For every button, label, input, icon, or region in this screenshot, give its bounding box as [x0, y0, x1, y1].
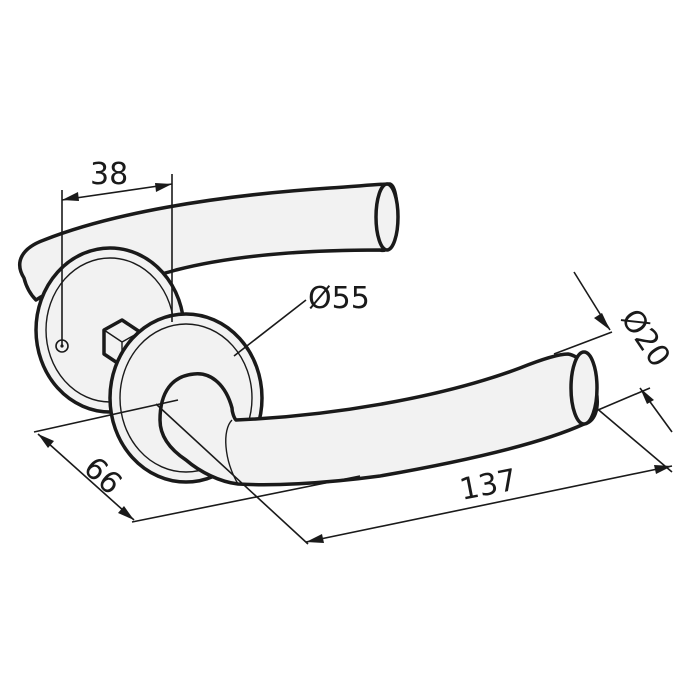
- dim-label-rose-diameter: Ø55: [308, 281, 370, 316]
- dimension-lines: [37, 183, 673, 543]
- extension-lines: [33, 174, 673, 545]
- front-lever: [158, 350, 599, 487]
- center-mark: [55, 339, 69, 353]
- dim-label-66: 66: [77, 450, 129, 502]
- dim-label-grip-diameter: Ø20: [613, 303, 677, 374]
- dim-label-137: 137: [457, 463, 520, 508]
- dim-label-38: 38: [90, 157, 128, 192]
